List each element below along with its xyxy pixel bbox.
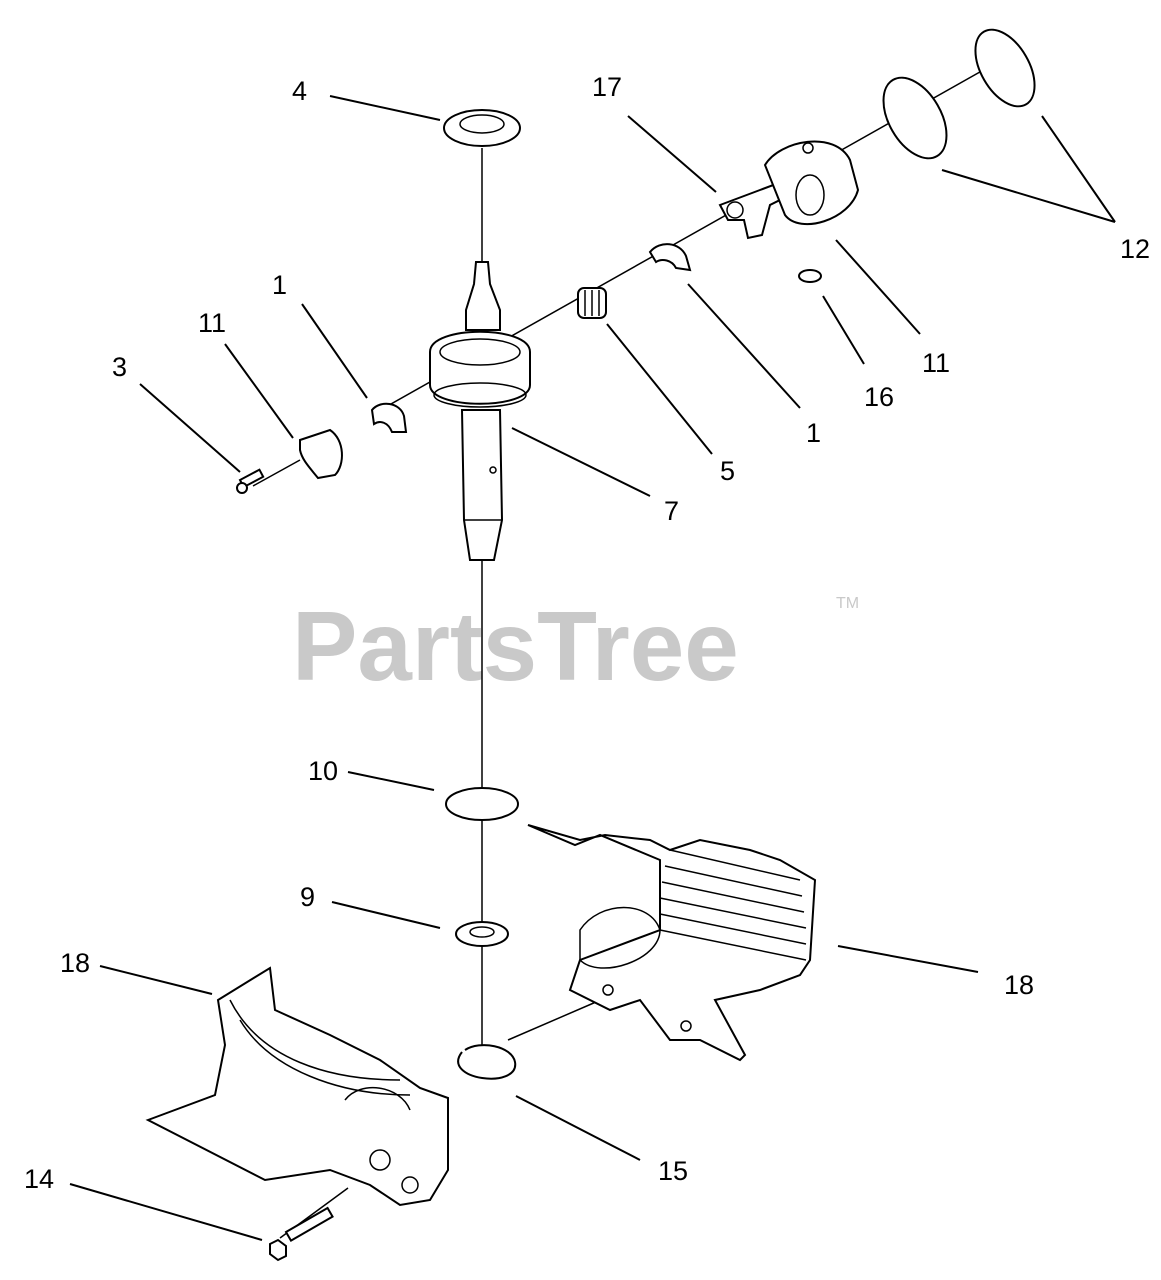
crankshaft-part-7 <box>429 261 531 561</box>
watermark-trademark: TM <box>836 595 859 612</box>
callout-14: 14 <box>24 1164 54 1194</box>
callout-18-right: 18 <box>1004 970 1034 1000</box>
callout-17: 17 <box>592 72 622 102</box>
seal-part-4 <box>443 109 521 147</box>
callout-18-left: 18 <box>60 948 90 978</box>
callout-labels: 4 17 12 1 11 3 11 16 1 5 7 10 9 18 18 15… <box>24 72 1150 1194</box>
callout-15: 15 <box>658 1156 688 1186</box>
circlip-part-16 <box>798 269 822 283</box>
callout-12: 12 <box>1120 234 1150 264</box>
bolt-part-14 <box>269 1206 334 1262</box>
callout-3: 3 <box>112 352 127 382</box>
seal-part-9 <box>455 921 509 947</box>
needle-bearing-part-5 <box>577 287 607 319</box>
callout-9: 9 <box>300 882 315 912</box>
callout-11-right: 11 <box>922 348 950 378</box>
piston-part-11 <box>763 140 860 225</box>
piston-rings-part-12 <box>882 28 1036 160</box>
retaining-ring-part-15 <box>457 1044 517 1080</box>
callout-4: 4 <box>292 76 307 106</box>
washer-part-1-left <box>370 402 408 433</box>
callout-10: 10 <box>308 756 338 786</box>
callout-7: 7 <box>664 496 679 526</box>
crankcase-part-18-left <box>145 966 449 1207</box>
callout-11-left: 11 <box>198 308 226 338</box>
bearing-cap-part-11-left <box>299 428 343 480</box>
cylinder-block-part-18-right <box>527 824 817 1062</box>
watermark-logo: PartsTree <box>292 591 739 701</box>
leader-lines <box>69 95 1116 1241</box>
washer-part-1-right <box>648 243 692 272</box>
callout-1-left: 1 <box>272 270 287 300</box>
o-ring-part-10 <box>445 787 519 821</box>
callout-16: 16 <box>864 382 894 412</box>
callout-1-right: 1 <box>806 418 821 448</box>
screw-part-3 <box>236 468 265 494</box>
callout-5: 5 <box>720 456 735 486</box>
